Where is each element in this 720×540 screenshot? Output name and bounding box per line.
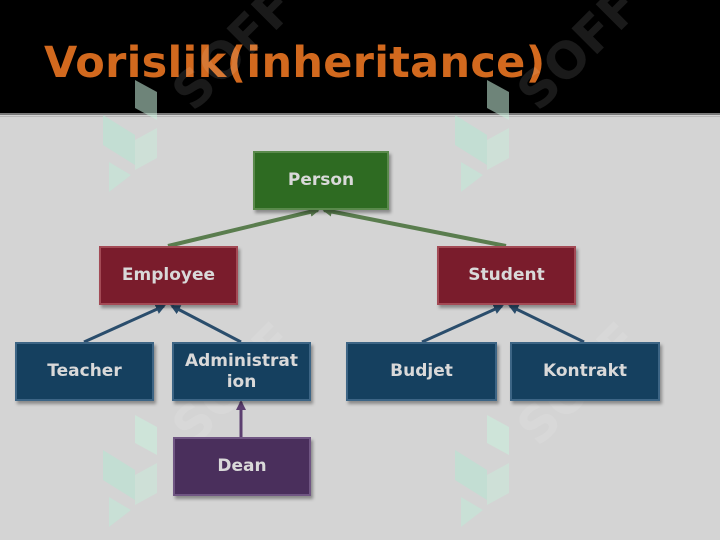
arrow-kontrakt-student	[508, 304, 585, 344]
node-person: Person	[253, 151, 389, 210]
arrow-administration-employee	[170, 304, 242, 344]
node-student: Student	[437, 246, 576, 305]
watermark-logo-icon	[103, 80, 157, 192]
arrow-teacher-employee	[83, 304, 166, 344]
arrow-budjet-student	[421, 304, 504, 344]
header-divider-thin	[0, 116, 720, 117]
node-teacher-label: Teacher	[47, 361, 122, 381]
node-dean-label: Dean	[217, 456, 267, 476]
node-student-label: Student	[468, 265, 545, 285]
node-budjet-label: Budjet	[390, 361, 453, 381]
slide-title: Vorislik(inheritance)	[44, 38, 546, 88]
watermark-logo-icon	[455, 415, 509, 527]
node-person-label: Person	[287, 170, 355, 190]
node-kontrakt-label: Kontrakt	[542, 361, 628, 381]
watermark-logo-icon	[103, 415, 157, 527]
node-employee: Employee	[99, 246, 238, 305]
node-employee-label: Employee	[121, 265, 216, 285]
node-budjet: Budjet	[346, 342, 497, 401]
node-administration-label: Administrat ion	[184, 350, 299, 392]
arrow-student-person	[322, 206, 507, 248]
node-teacher: Teacher	[15, 342, 154, 401]
watermark-logo-icon	[455, 80, 509, 192]
node-administration: Administrat ion	[172, 342, 311, 401]
node-dean: Dean	[173, 437, 311, 496]
arrow-employee-person	[167, 207, 320, 248]
header-bar	[0, 0, 720, 113]
node-kontrakt: Kontrakt	[510, 342, 660, 401]
header-divider	[0, 113, 720, 115]
